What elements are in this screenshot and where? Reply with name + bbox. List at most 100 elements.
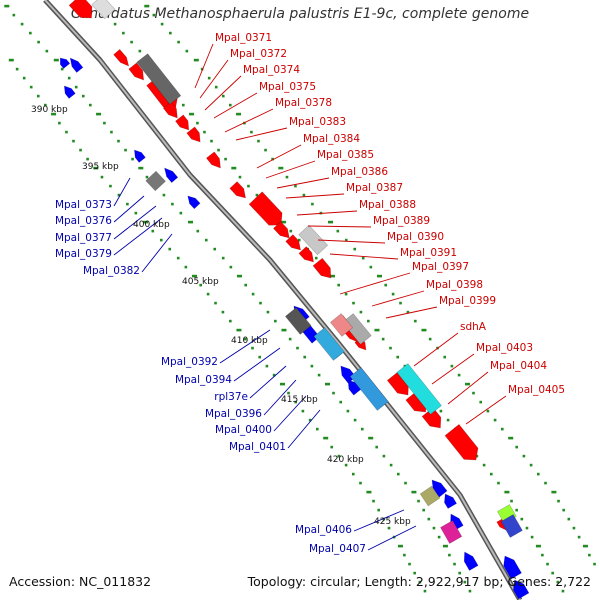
- track-dot: [391, 292, 395, 296]
- reverse-gene-arrow: [63, 85, 76, 99]
- track-dot: [453, 562, 456, 566]
- track-dot: [213, 247, 217, 251]
- track-dot: [329, 274, 335, 278]
- track-dot: [287, 391, 290, 395]
- track-dot: [588, 553, 591, 557]
- track-dot: [110, 130, 113, 134]
- track-dot: [207, 76, 211, 80]
- track-dot: [361, 427, 364, 431]
- track-dot: [479, 400, 482, 404]
- track-dot: [294, 184, 297, 188]
- forward-leader-line: [329, 253, 399, 260]
- forward-gene-arrow: [444, 423, 479, 461]
- track-dot: [221, 310, 225, 314]
- track-dot: [382, 454, 386, 458]
- track-dot: [244, 283, 247, 287]
- track-dot: [259, 301, 262, 305]
- track-dot: [556, 580, 560, 584]
- gene-block: [313, 327, 345, 361]
- track-dot: [551, 490, 557, 494]
- forward-gene-label: Mpal_0374: [243, 64, 300, 76]
- forward-gene-label: Mpal_0399: [439, 295, 496, 307]
- reverse-leader-line: [113, 177, 131, 207]
- track-dot: [93, 166, 99, 170]
- track-dot: [463, 580, 467, 584]
- track-dot: [217, 148, 220, 152]
- track-dot: [109, 184, 112, 188]
- forward-leader-line: [199, 59, 229, 99]
- track-dot: [439, 409, 443, 413]
- track-dot: [377, 508, 380, 512]
- reverse-leader-line: [273, 395, 307, 432]
- track-dot: [294, 400, 297, 404]
- forward-gene-arrow: [205, 151, 221, 169]
- track-dot: [210, 139, 213, 143]
- track-dot: [302, 193, 306, 197]
- forward-gene-label: Mpal_0378: [275, 97, 332, 109]
- track-dot: [193, 58, 199, 62]
- track-dot: [247, 184, 250, 188]
- reverse-gene-label: Mpal_0394: [175, 374, 232, 386]
- track-dot: [310, 364, 314, 368]
- track-dot: [238, 175, 242, 179]
- forward-gene-arrow: [285, 234, 301, 251]
- track-dot: [525, 526, 529, 530]
- track-dot: [353, 418, 357, 422]
- scale-label: 400 kbp: [133, 220, 170, 230]
- track-dot: [450, 364, 454, 368]
- reverse-leader-line: [141, 233, 173, 273]
- reverse-gene-arrow: [134, 149, 146, 163]
- track-dot: [403, 553, 406, 557]
- track-dot: [501, 427, 504, 431]
- track-dot: [332, 391, 335, 395]
- track-dot: [577, 535, 581, 539]
- track-dot: [196, 229, 200, 233]
- forward-gene-label: Mpal_0372: [230, 48, 287, 60]
- track-dot: [442, 544, 448, 548]
- track-dot: [89, 103, 92, 107]
- track-dot: [408, 562, 411, 566]
- track-dot: [376, 274, 382, 278]
- track-dot: [184, 265, 188, 269]
- track-dot: [281, 220, 287, 224]
- forward-leader-line: [296, 210, 358, 216]
- track-dot: [258, 355, 261, 359]
- reverse-gene-arrow: [187, 195, 201, 210]
- track-dot: [169, 31, 172, 35]
- accession-text: Accession: NC_011832: [9, 574, 152, 589]
- track-dot: [81, 94, 85, 98]
- track-dot: [422, 508, 425, 512]
- reverse-leader-line: [249, 365, 287, 399]
- forward-gene-label: Mpal_0398: [426, 279, 483, 291]
- track-dot: [443, 355, 446, 359]
- track-dot: [515, 508, 518, 512]
- track-dot: [515, 445, 518, 449]
- reverse-leader-line: [263, 379, 297, 416]
- track-dot: [229, 319, 232, 323]
- scale-label: 395 kbp: [82, 162, 119, 172]
- forward-gene-label: Mpal_0383: [289, 116, 346, 128]
- track-dot: [4, 4, 10, 8]
- track-dot: [200, 67, 204, 71]
- track-dot: [323, 436, 329, 440]
- track-dot: [265, 364, 269, 368]
- track-dot: [160, 22, 164, 26]
- track-dot: [103, 121, 106, 125]
- scale-label: 390 kbp: [31, 105, 68, 115]
- reverse-leader-line: [287, 409, 321, 449]
- track-dot: [372, 499, 375, 503]
- track-dot: [221, 94, 225, 98]
- track-dot: [22, 76, 26, 80]
- track-dot: [53, 58, 59, 62]
- reverse-gene-label: Mpal_0406: [295, 524, 352, 536]
- track-dot: [281, 328, 287, 332]
- track-dot: [100, 175, 104, 179]
- reverse-gene-arrow: [503, 555, 522, 580]
- genome-backbone: [43, 0, 523, 600]
- track-dot: [397, 544, 403, 548]
- forward-leader-line: [224, 108, 274, 133]
- track-dot: [151, 229, 155, 233]
- scale-label: 420 kbp: [327, 455, 364, 465]
- track-dot: [314, 256, 318, 260]
- reverse-leader-line: [113, 205, 157, 240]
